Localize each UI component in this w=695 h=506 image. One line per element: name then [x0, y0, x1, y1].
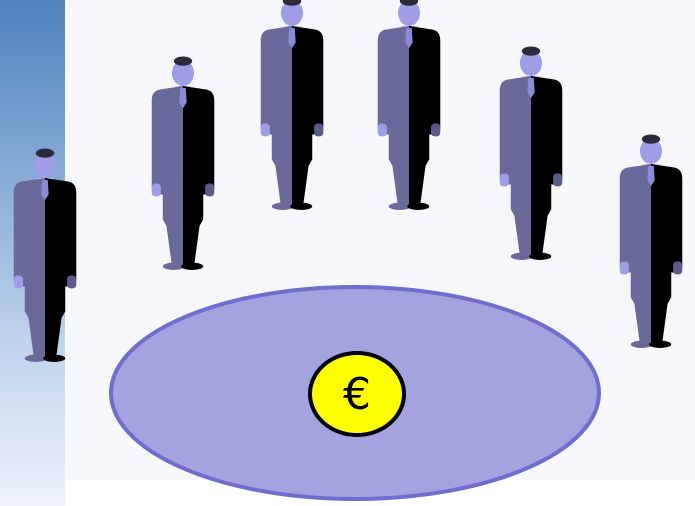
person-figure-1	[14, 149, 77, 362]
person-figure-3	[261, 0, 324, 210]
person-figure-2	[152, 57, 215, 270]
euro-coin-icon	[310, 353, 404, 435]
person-figure-6	[620, 135, 683, 348]
person-figure-5	[500, 47, 563, 260]
person-figure-4	[378, 0, 441, 210]
